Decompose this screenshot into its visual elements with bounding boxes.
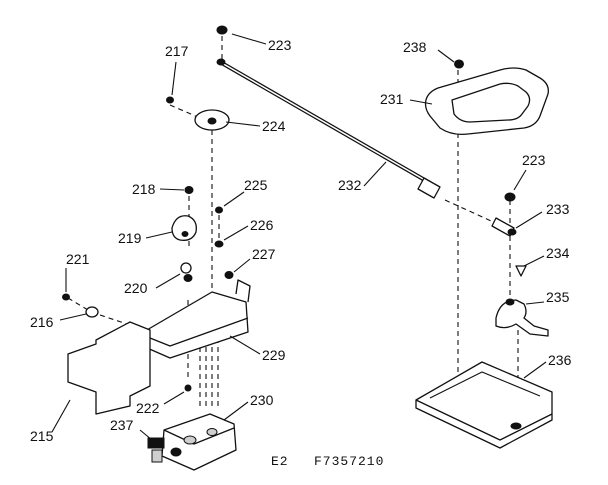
diagram-footer: E2 F7357210 (271, 454, 384, 469)
footer-diagram-number: F7357210 (314, 454, 384, 469)
part-218-screw (184, 186, 194, 194)
part-223-top-clip (216, 25, 228, 35)
part-231-grille (424, 67, 549, 136)
callout-216: 216 (30, 314, 54, 330)
leader-lines (51, 33, 547, 441)
callout-222: 222 (136, 400, 160, 416)
callout-labels: 223 217 224 238 231 218 225 232 223 233 … (30, 37, 572, 444)
callout-223-right: 223 (522, 152, 546, 168)
callout-227: 227 (252, 246, 276, 262)
callout-218: 218 (132, 181, 156, 197)
callout-215: 215 (30, 428, 54, 444)
callout-221: 221 (66, 251, 90, 267)
part-220-nut (180, 262, 193, 282)
part-229-mounting-plate (137, 279, 251, 359)
callout-220: 220 (124, 280, 148, 296)
part-227-screw (224, 271, 234, 279)
part-217-screw (166, 96, 174, 104)
part-230-timer-motor (161, 413, 237, 471)
callout-235: 235 (546, 289, 570, 305)
callout-226: 226 (250, 217, 274, 233)
callout-224: 224 (262, 118, 286, 134)
part-226-washer (214, 240, 224, 248)
part-237-connector (147, 437, 165, 463)
part-221-screw (62, 293, 70, 301)
callout-230: 230 (250, 392, 274, 408)
callout-231: 231 (380, 91, 404, 107)
callout-223-top: 223 (268, 37, 292, 53)
callout-234: 234 (546, 245, 570, 261)
callout-232: 232 (338, 177, 362, 193)
part-222-screw (184, 384, 192, 392)
part-223-right-clip (504, 192, 516, 202)
callout-229: 229 (262, 347, 286, 363)
part-219-switch (171, 215, 197, 241)
callout-238: 238 (403, 39, 427, 55)
part-236-tray (415, 361, 553, 449)
part-232-shaft (216, 58, 441, 199)
callout-225: 225 (244, 177, 268, 193)
part-216-grommet (85, 306, 99, 318)
part-234-screw (515, 265, 527, 277)
part-215-panel (67, 321, 151, 415)
callout-219: 219 (118, 230, 142, 246)
part-224-bracket (194, 109, 230, 131)
callout-236: 236 (548, 352, 572, 368)
part-233-fitting (491, 217, 517, 237)
footer-section-code: E2 (271, 454, 289, 469)
callout-237: 237 (110, 417, 134, 433)
callout-217: 217 (165, 43, 189, 59)
part-225-screw (215, 206, 223, 214)
callout-233: 233 (546, 201, 570, 217)
part-238-screw (454, 59, 464, 69)
part-235-bracket (495, 298, 549, 337)
